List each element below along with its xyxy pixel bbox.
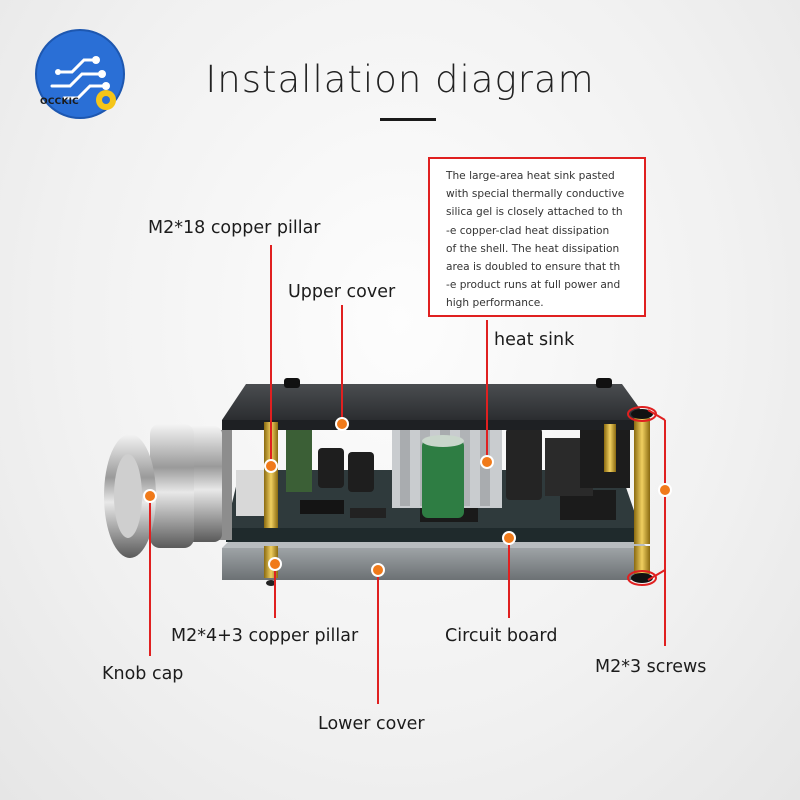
copper-pillars-part	[264, 418, 650, 578]
label-upper-cover: Upper cover	[288, 282, 396, 302]
label-m2-3-screws: M2*3 screws	[595, 657, 707, 677]
brand-name: OCCKIC	[40, 97, 79, 107]
upper-cover-part	[222, 378, 648, 430]
leader-lines	[149, 245, 666, 704]
page-title: Installation diagram	[205, 58, 595, 101]
heat-sink-description: The large-area heat sink pasted with spe…	[428, 157, 646, 317]
title-underline	[380, 118, 436, 121]
label-circuit-board: Circuit board	[445, 626, 558, 646]
marker-dots	[143, 417, 672, 577]
brand-logo	[35, 29, 125, 119]
label-m2-18-copper-pillar: M2*18 copper pillar	[148, 218, 321, 238]
knob-cap-part	[104, 424, 232, 558]
capacitors-part	[236, 428, 630, 518]
label-lower-cover: Lower cover	[318, 714, 425, 734]
label-heat-sink: heat sink	[494, 330, 575, 350]
label-m2-4-3-copper-pillar: M2*4+3 copper pillar	[171, 626, 359, 646]
label-knob-cap: Knob cap	[102, 664, 184, 684]
screws-part	[266, 409, 653, 586]
lower-cover-part	[222, 540, 648, 580]
